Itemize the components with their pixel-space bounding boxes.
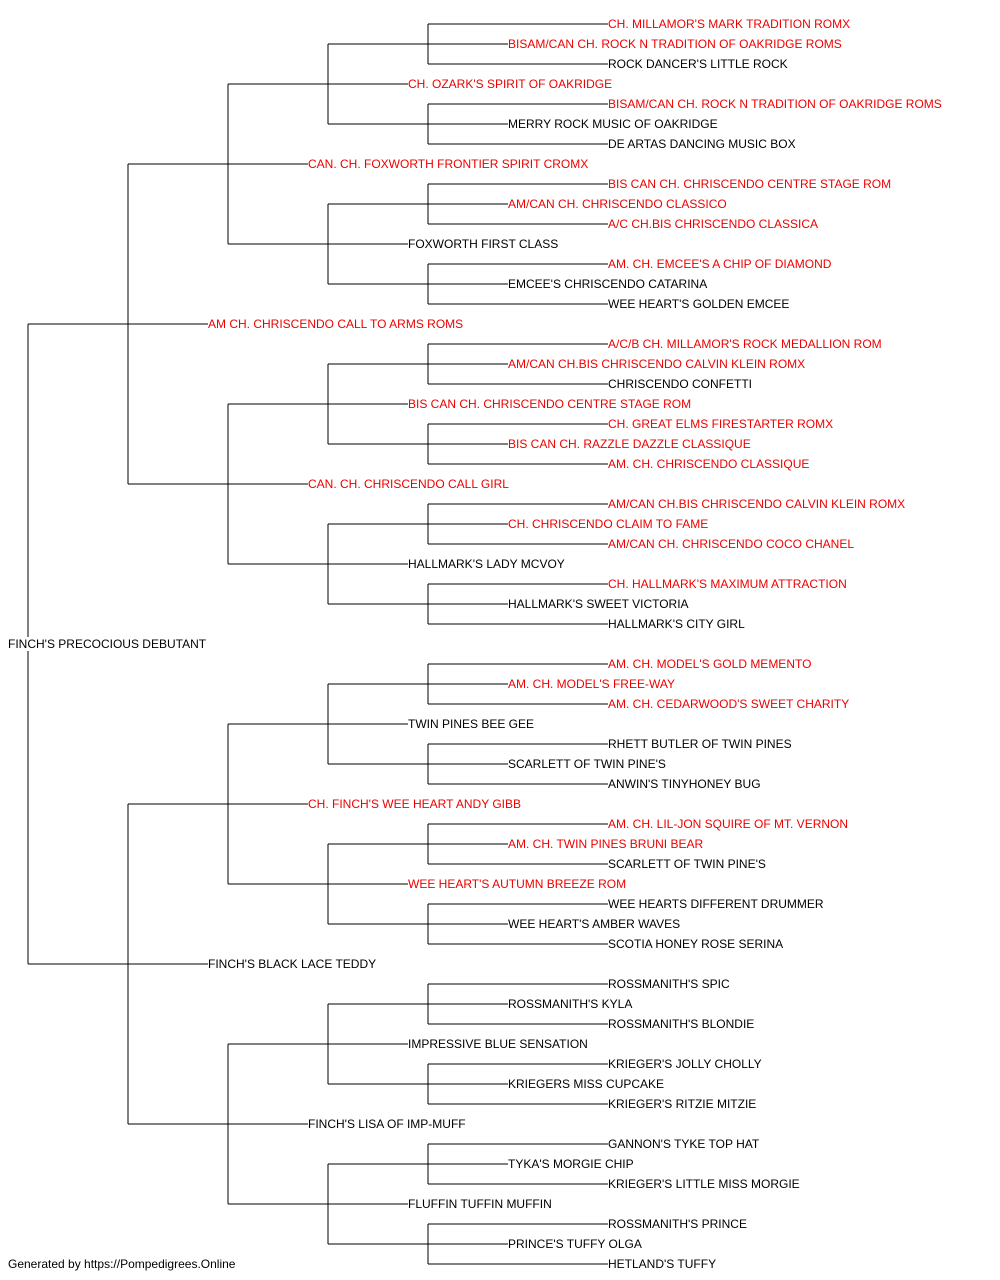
pedigree-node-gen5: KRIEGER'S RITZIE MITZIE bbox=[608, 1097, 757, 1111]
pedigree-node-gen5: AM. CH. EMCEE'S A CHIP OF DIAMOND bbox=[608, 257, 832, 271]
pedigree-node-gen5: WEE HEART'S GOLDEN EMCEE bbox=[608, 297, 790, 311]
pedigree-node-gen1: AM CH. CHRISCENDO CALL TO ARMS ROMS bbox=[208, 317, 464, 331]
pedigree-node-gen5: BISAM/CAN CH. ROCK N TRADITION OF OAKRID… bbox=[608, 97, 942, 111]
pedigree-node-gen5: AM/CAN CH.BIS CHRISCENDO CALVIN KLEIN RO… bbox=[608, 497, 906, 511]
pedigree-node-gen5: ANWIN'S TINYHONEY BUG bbox=[608, 777, 761, 791]
pedigree-node-gen4: AM. CH. MODEL'S FREE-WAY bbox=[508, 677, 675, 691]
pedigree-node-gen4: HALLMARK'S SWEET VICTORIA bbox=[508, 597, 689, 611]
pedigree-node-gen2: FINCH'S LISA OF IMP-MUFF bbox=[308, 1117, 466, 1131]
pedigree-node-gen5: GANNON'S TYKE TOP HAT bbox=[608, 1137, 760, 1151]
pedigree-node-gen5: KRIEGER'S LITTLE MISS MORGIE bbox=[608, 1177, 800, 1191]
pedigree-node-gen4: MERRY ROCK MUSIC OF OAKRIDGE bbox=[508, 117, 718, 131]
pedigree-node-gen4: KRIEGERS MISS CUPCAKE bbox=[508, 1077, 665, 1091]
pedigree-node-gen3: FLUFFIN TUFFIN MUFFIN bbox=[408, 1197, 552, 1211]
pedigree-node-gen4: ROSSMANITH'S KYLA bbox=[508, 997, 633, 1011]
pedigree-node-gen3: TWIN PINES BEE GEE bbox=[408, 717, 535, 731]
pedigree-node-gen0: FINCH'S PRECOCIOUS DEBUTANT bbox=[8, 637, 207, 651]
pedigree-node-gen4: PRINCE'S TUFFY OLGA bbox=[508, 1237, 642, 1251]
pedigree-node-gen5: CH. HALLMARK'S MAXIMUM ATTRACTION bbox=[608, 577, 847, 591]
pedigree-node-gen5: ROCK DANCER'S LITTLE ROCK bbox=[608, 57, 788, 71]
pedigree-node-gen4: CH. CHRISCENDO CLAIM TO FAME bbox=[508, 517, 709, 531]
pedigree-node-gen3: WEE HEART'S AUTUMN BREEZE ROM bbox=[408, 877, 627, 891]
pedigree-node-gen5: RHETT BUTLER OF TWIN PINES bbox=[608, 737, 792, 751]
pedigree-node-gen4: AM/CAN CH.BIS CHRISCENDO CALVIN KLEIN RO… bbox=[508, 357, 806, 371]
pedigree-node-gen5: AM/CAN CH. CHRISCENDO COCO CHANEL bbox=[608, 537, 855, 551]
generated-by-footer: Generated by https://Pompedigrees.Online bbox=[8, 1257, 236, 1271]
pedigree-node-gen3: IMPRESSIVE BLUE SENSATION bbox=[408, 1037, 588, 1051]
pedigree-node-gen4: BISAM/CAN CH. ROCK N TRADITION OF OAKRID… bbox=[508, 37, 842, 51]
pedigree-node-gen5: CH. GREAT ELMS FIRESTARTER ROMX bbox=[608, 417, 834, 431]
pedigree-node-gen5: SCOTIA HONEY ROSE SERINA bbox=[608, 937, 784, 951]
pedigree-node-gen5: CHRISCENDO CONFETTI bbox=[608, 377, 752, 391]
pedigree-node-gen3: FOXWORTH FIRST CLASS bbox=[408, 237, 559, 251]
pedigree-node-gen5: SCARLETT OF TWIN PINE'S bbox=[608, 857, 766, 871]
pedigree-node-gen5: BIS CAN CH. CHRISCENDO CENTRE STAGE ROM bbox=[608, 177, 892, 191]
pedigree-node-gen5: A/C CH.BIS CHRISCENDO CLASSICA bbox=[608, 217, 819, 231]
pedigree-node-gen5: ROSSMANITH'S BLONDIE bbox=[608, 1017, 755, 1031]
pedigree-node-gen4: WEE HEART'S AMBER WAVES bbox=[508, 917, 681, 931]
pedigree-node-gen5: ROSSMANITH'S PRINCE bbox=[608, 1217, 747, 1231]
pedigree-node-gen3: HALLMARK'S LADY MCVOY bbox=[408, 557, 565, 571]
pedigree-node-gen2: CAN. CH. FOXWORTH FRONTIER SPIRIT CROMX bbox=[308, 157, 589, 171]
pedigree-node-gen5: DE ARTAS DANCING MUSIC BOX bbox=[608, 137, 796, 151]
pedigree-node-gen5: AM. CH. CHRISCENDO CLASSIQUE bbox=[608, 457, 810, 471]
pedigree-node-gen5: CH. MILLAMOR'S MARK TRADITION ROMX bbox=[608, 17, 851, 31]
pedigree-node-gen5: A/C/B CH. MILLAMOR'S ROCK MEDALLION ROM bbox=[608, 337, 882, 351]
pedigree-node-gen1: FINCH'S BLACK LACE TEDDY bbox=[208, 957, 377, 971]
pedigree-node-gen5: WEE HEARTS DIFFERENT DRUMMER bbox=[608, 897, 824, 911]
pedigree-node-gen5: AM. CH. CEDARWOOD'S SWEET CHARITY bbox=[608, 697, 850, 711]
pedigree-node-gen4: TYKA'S MORGIE CHIP bbox=[508, 1157, 634, 1171]
pedigree-node-gen2: CAN. CH. CHRISCENDO CALL GIRL bbox=[308, 477, 509, 491]
pedigree-node-gen5: HETLAND'S TUFFY bbox=[608, 1257, 717, 1271]
pedigree-node-gen5: AM. CH. LIL-JON SQUIRE OF MT. VERNON bbox=[608, 817, 849, 831]
pedigree-node-gen5: ROSSMANITH'S SPIC bbox=[608, 977, 730, 991]
pedigree-node-gen4: AM. CH. TWIN PINES BRUNI BEAR bbox=[508, 837, 704, 851]
pedigree-node-gen5: HALLMARK'S CITY GIRL bbox=[608, 617, 745, 631]
pedigree-node-gen5: KRIEGER'S JOLLY CHOLLY bbox=[608, 1057, 762, 1071]
pedigree-node-gen3: BIS CAN CH. CHRISCENDO CENTRE STAGE ROM bbox=[408, 397, 692, 411]
pedigree-node-gen4: SCARLETT OF TWIN PINE'S bbox=[508, 757, 666, 771]
pedigree-node-gen4: EMCEE'S CHRISCENDO CATARINA bbox=[508, 277, 708, 291]
pedigree-node-gen3: CH. OZARK'S SPIRIT OF OAKRIDGE bbox=[408, 77, 613, 91]
pedigree-node-gen5: AM. CH. MODEL'S GOLD MEMENTO bbox=[608, 657, 812, 671]
pedigree-node-gen4: AM/CAN CH. CHRISCENDO CLASSICO bbox=[508, 197, 727, 211]
pedigree-node-gen2: CH. FINCH'S WEE HEART ANDY GIBB bbox=[308, 797, 521, 811]
pedigree-node-gen4: BIS CAN CH. RAZZLE DAZZLE CLASSIQUE bbox=[508, 437, 751, 451]
